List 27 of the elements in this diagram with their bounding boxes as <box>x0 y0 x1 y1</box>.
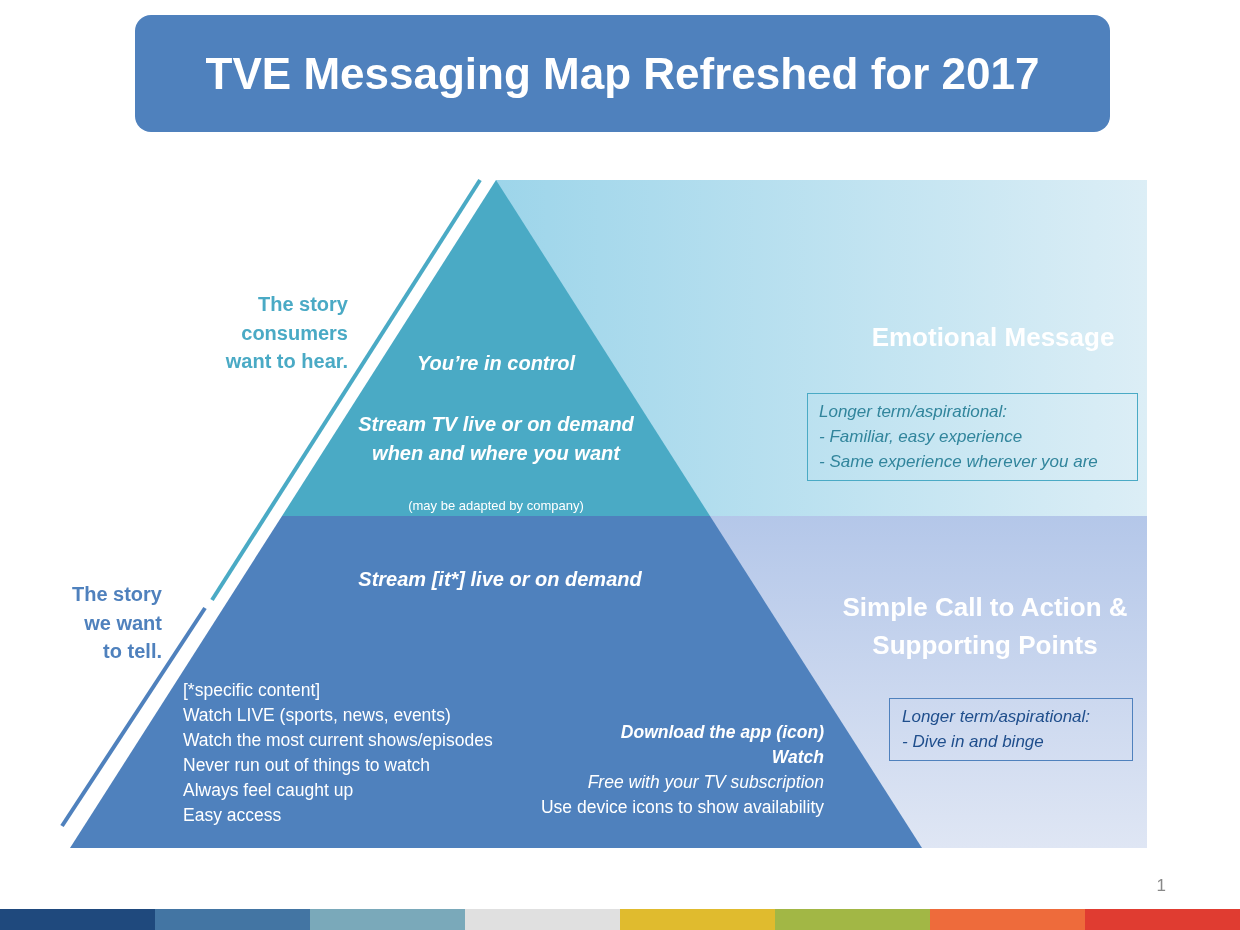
action-text: Watch <box>771 747 824 768</box>
list-item: Easy access <box>183 805 282 826</box>
page-number: 1 <box>1156 876 1166 896</box>
message-text: Stream TV live or on demand when and where you want <box>357 412 635 466</box>
message-text: Stream [it*] live or on demand <box>357 568 643 591</box>
note-text: Longer term/aspirational: <box>902 707 1091 727</box>
note-text: Longer term/aspirational: <box>819 402 1008 422</box>
action-text: Use device icons to show availability <box>540 797 824 818</box>
list-item: Always feel caught up <box>183 780 354 801</box>
action-text: Free with your TV subscription <box>587 772 824 793</box>
note-text: - Same experience wherever you are <box>819 452 1098 472</box>
heading: Simple Call to Action & Supporting Points <box>841 591 1129 662</box>
note-text: - Familiar, easy experience <box>819 427 1023 447</box>
title-banner: TVE Messaging Map Refreshed for 2017 <box>135 15 1110 132</box>
message-text: You’re in control <box>415 352 577 375</box>
list-item: Never run out of things to watch <box>183 755 431 776</box>
note-text: (may be adapted by company) <box>407 498 585 513</box>
side-caption: The story we want to tell. <box>70 582 162 664</box>
aspiration-box <box>889 698 1133 761</box>
call-to-action-band <box>828 516 1147 848</box>
note-text: - Dive in and binge <box>902 732 1044 752</box>
side-caption: The story consumers want to hear. <box>224 292 348 374</box>
list-item: [*specific content] <box>183 680 321 701</box>
action-text: Download the app (icon) <box>620 722 824 743</box>
list-item: Watch LIVE (sports, news, events) <box>183 705 451 726</box>
aspiration-box <box>807 393 1138 481</box>
list-item: Watch the most current shows/episodes <box>183 730 493 751</box>
